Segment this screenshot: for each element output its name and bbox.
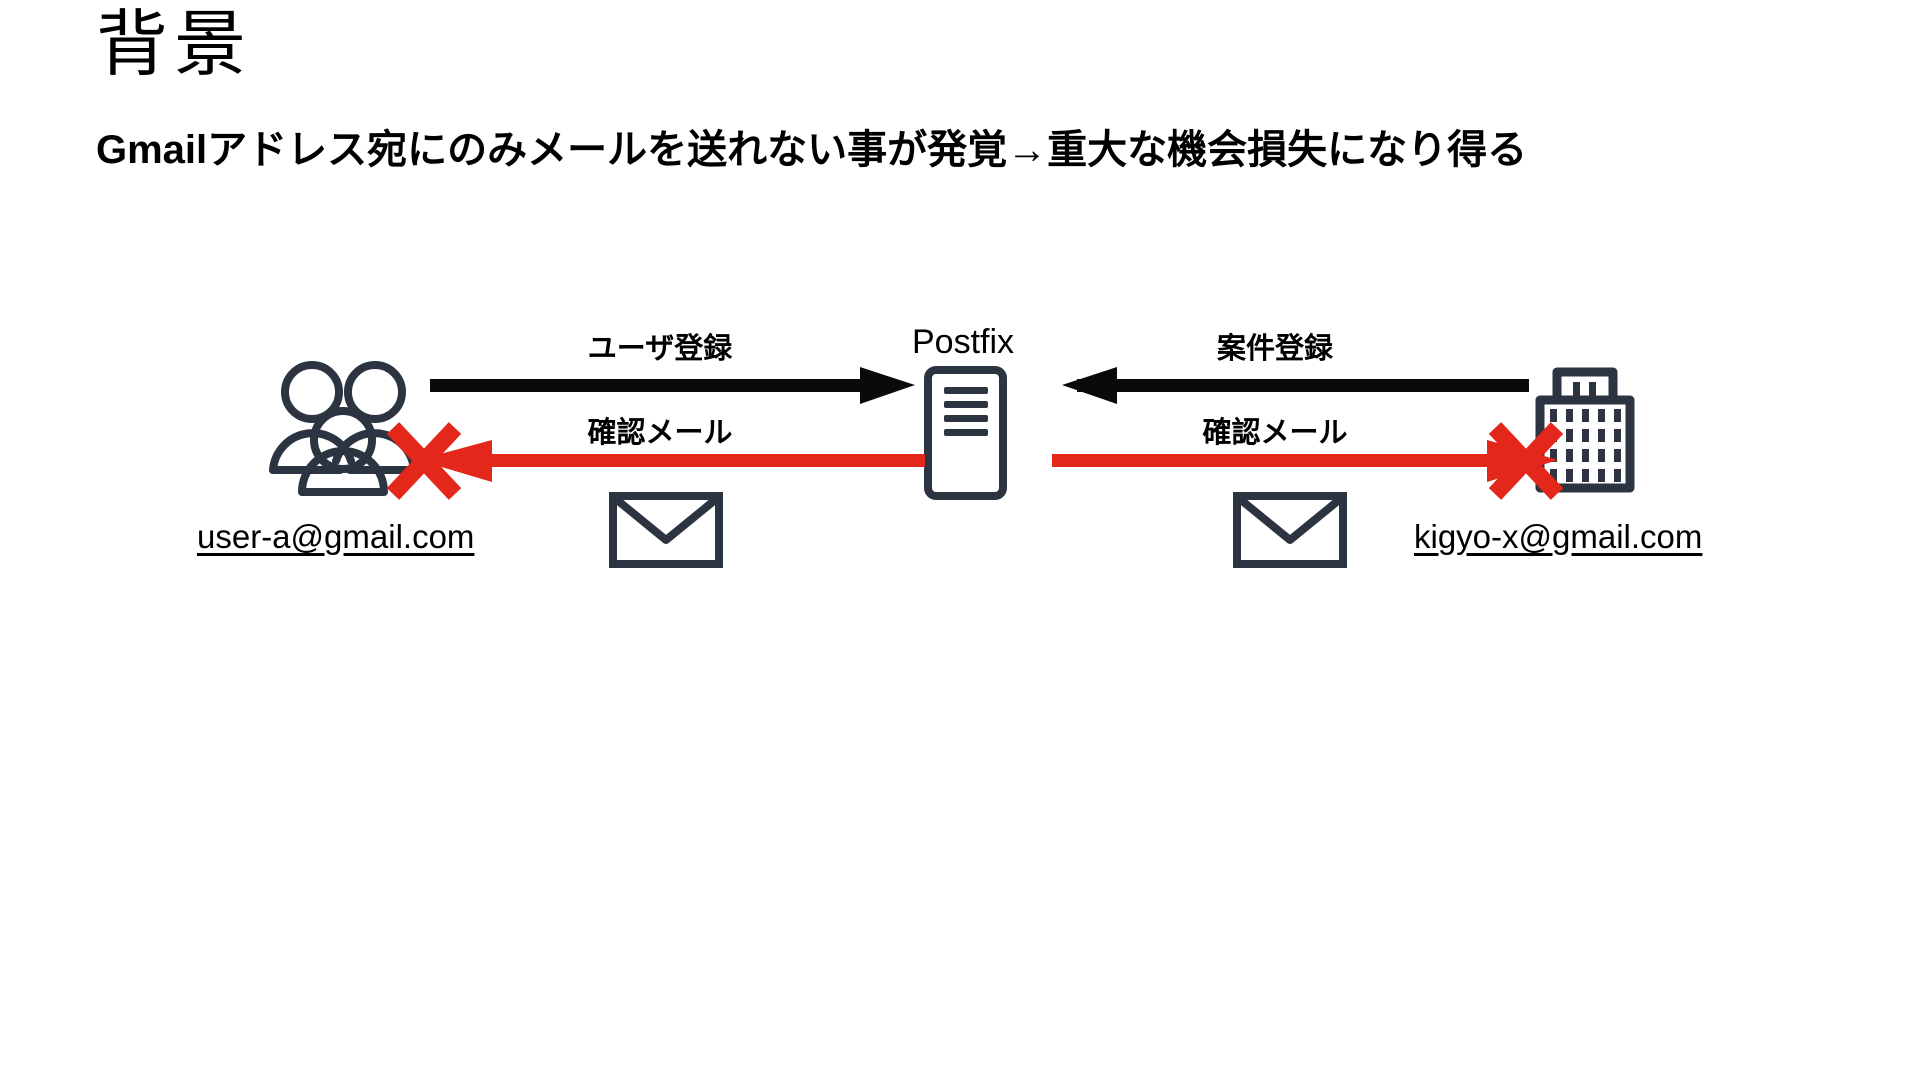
page-title: 背景	[96, 5, 253, 85]
office-building-icon	[1535, 367, 1635, 493]
arrow-users-to-server	[430, 367, 915, 404]
envelope-icon-left	[609, 492, 723, 568]
server-icon	[924, 366, 1007, 500]
node-caption-users: user-a@gmail.com	[197, 518, 475, 555]
envelope-icon-right	[1233, 492, 1347, 568]
flow-label-server-to-users: 確認メール	[587, 417, 733, 449]
node-caption-server: Postfix	[912, 323, 1015, 361]
flow-label-server-to-company: 確認メール	[1202, 417, 1348, 449]
arrow-company-to-server	[1062, 367, 1529, 404]
flow-label-company-to-server: 案件登録	[1216, 333, 1333, 365]
node-caption-company: kigyo-x@gmail.com	[1414, 518, 1703, 555]
page-subtitle: Gmailアドレス宛にのみメールを送れない事が発覚→重大な機会損失になり得る	[96, 128, 1528, 172]
users-group-icon	[269, 361, 418, 496]
flow-label-users-to-server: ユーザ登録	[587, 333, 733, 365]
red-x-icon-company	[1488, 422, 1564, 500]
red-x-icon-users	[386, 422, 462, 500]
arrow-server-to-users	[418, 440, 925, 482]
